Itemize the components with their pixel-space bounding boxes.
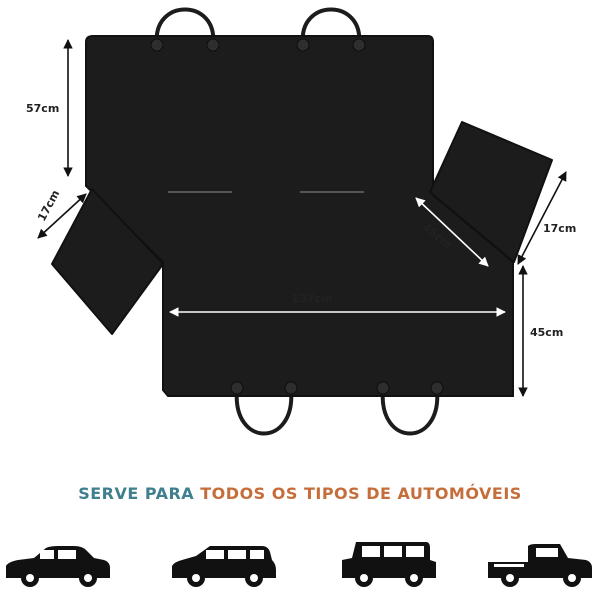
pickup-truck-icon [488,544,592,587]
tagline: SERVE PARA TODOS OS TIPOS DE AUTOMÓVEIS [0,484,600,503]
bottom-width-label: 137cm [292,292,333,305]
tagline-part1: SERVE PARA [78,484,195,503]
sedan-icon [6,546,110,587]
top-strap-loops [154,7,362,45]
seat-height-label: 57cm [26,102,59,115]
station-wagon-icon [172,546,276,587]
left-flap-width-label: 17cm [35,188,62,224]
tagline-part2: TODOS OS TIPOS DE AUTOMÓVEIS [200,484,522,503]
cover-body [85,35,514,397]
right-flap-width-arrow [517,171,567,265]
right-flap-width-label: 17cm [543,222,576,235]
suv-icon [342,542,436,587]
vehicle-icons [6,542,592,587]
right-flap-diagonal-arrow [415,197,489,267]
left-flap-width-arrow [37,193,87,239]
seat-cover-diagram: 57cm 17cm 45cm 17cm 137cm 45cm [26,7,576,436]
bottom-strap-loops [234,389,440,436]
grommets [150,38,444,395]
bottom-height-label: 45cm [530,326,563,339]
